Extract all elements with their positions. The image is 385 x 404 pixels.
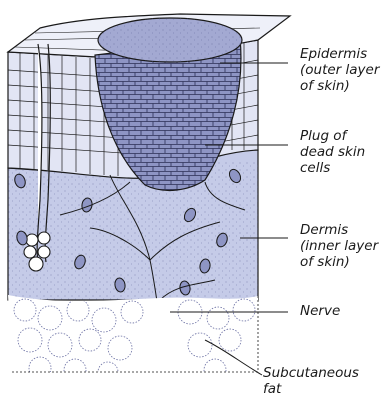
label-subcutaneous-fat: Subcutaneous fat <box>263 365 359 397</box>
label-epidermis: Epidermis (outer layer of skin) <box>300 46 379 94</box>
label-nerve: Nerve <box>300 303 340 319</box>
label-dermis: Dermis (inner layer of skin) <box>300 222 378 270</box>
label-plug-of-dead-skin-cells: Plug of dead skin cells <box>300 128 365 176</box>
